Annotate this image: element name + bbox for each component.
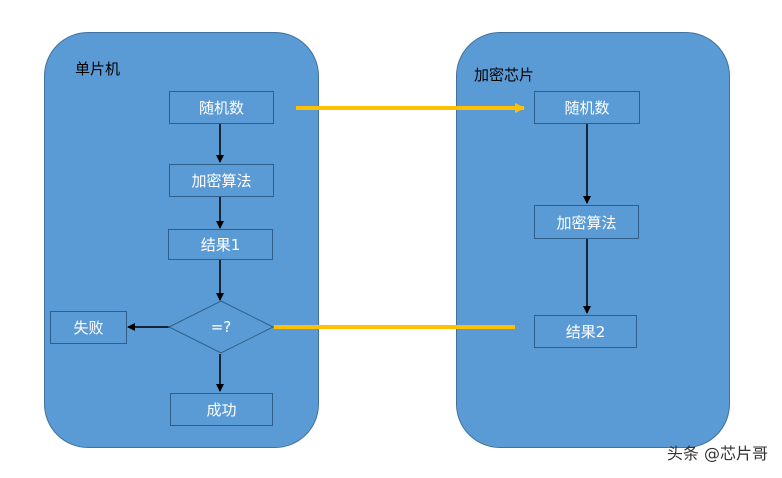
watermark-text: 头条 @芯片哥 bbox=[666, 444, 768, 463]
mcu-random-box: 随机数 bbox=[169, 91, 274, 124]
mcu-panel-title: 单片机 bbox=[75, 60, 121, 78]
mcu-encrypt-box: 加密算法 bbox=[169, 164, 274, 197]
chip-random-box: 随机数 bbox=[534, 91, 640, 124]
mcu-fail-box: 失败 bbox=[50, 311, 127, 344]
compare-diamond bbox=[167, 300, 275, 354]
chip-encrypt-box: 加密算法 bbox=[534, 205, 639, 239]
compare-label: =? bbox=[210, 318, 232, 336]
mcu-result1-box: 结果1 bbox=[168, 229, 273, 260]
chip-result2-box: 结果2 bbox=[534, 315, 637, 348]
chip-panel-title: 加密芯片 bbox=[474, 66, 535, 84]
mcu-success-box: 成功 bbox=[170, 393, 273, 426]
